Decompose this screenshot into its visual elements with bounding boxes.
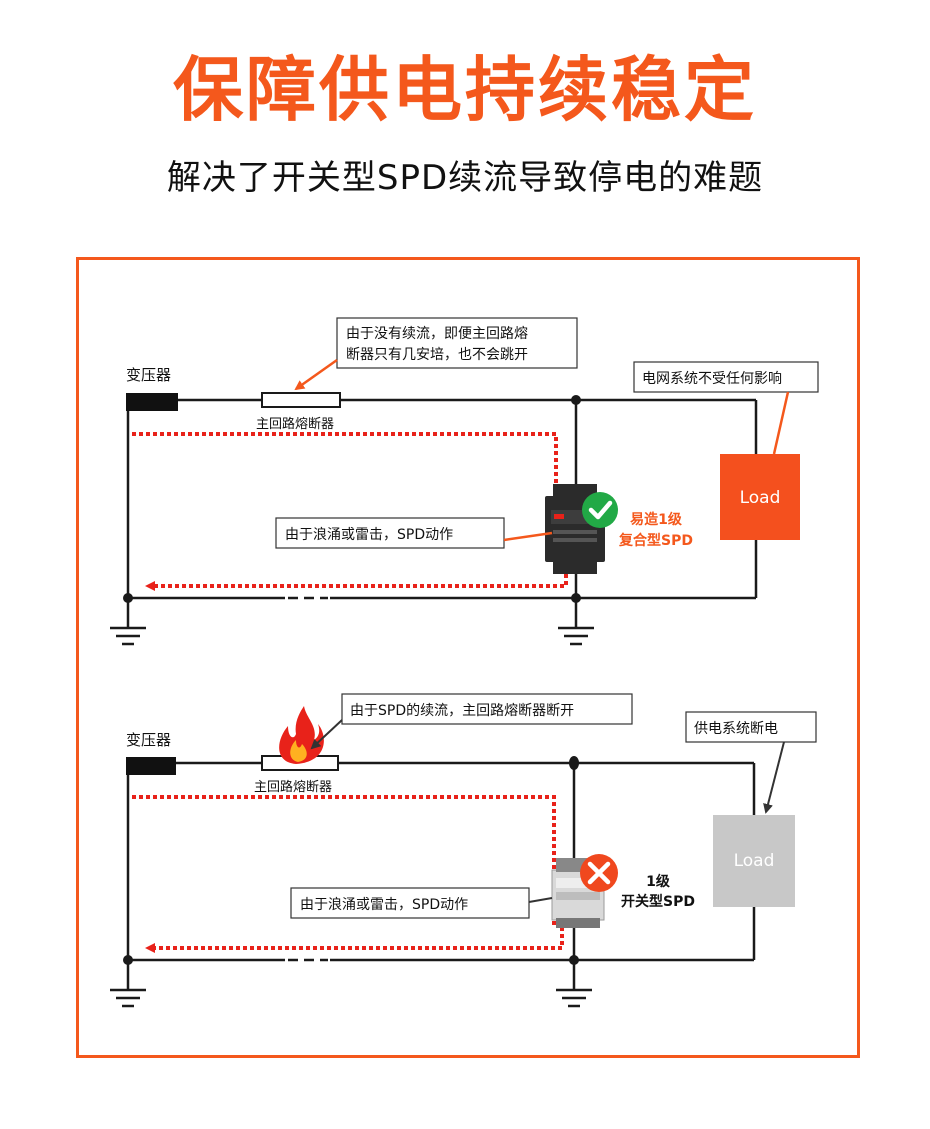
load-box xyxy=(713,815,795,907)
main-fuse xyxy=(261,392,341,408)
flame-icon xyxy=(279,706,324,764)
callout-grid xyxy=(685,711,817,743)
callout-fuse-line-1: 由于没有续流，即便主回路熔 xyxy=(346,325,528,342)
page-subtitle: 解决了开关型SPD续流导致停电的难题 xyxy=(166,158,764,198)
transformer xyxy=(126,393,178,411)
callout-grid-text: 电网系统不受任何影响 xyxy=(642,371,782,387)
cross-icon xyxy=(580,854,618,892)
fuse-label: 主回路熔断器 xyxy=(256,416,334,432)
callout-fuse-pointer xyxy=(294,358,338,391)
callout-surge-pointer xyxy=(528,897,553,903)
junction-dot xyxy=(123,593,133,603)
diagram-frame xyxy=(76,257,860,1058)
ground-symbol xyxy=(110,988,146,1008)
junction-dot xyxy=(569,955,579,965)
callout-fuse xyxy=(336,317,578,369)
spd-label-line-1: 1级 xyxy=(646,873,671,890)
callout-grid xyxy=(633,361,819,393)
callout-grid-pointer xyxy=(772,391,790,455)
junction-dot xyxy=(123,955,133,965)
diagram-bottom: 变压器 主回路熔断器 xyxy=(110,693,817,1008)
transformer xyxy=(126,757,176,775)
transformer-label: 变压器 xyxy=(126,731,171,749)
ground-symbol xyxy=(556,988,592,1008)
load-label: Load xyxy=(734,851,775,871)
fuse-label: 主回路熔断器 xyxy=(254,779,332,795)
diagram-top: 变压器 主回路熔断器 xyxy=(110,317,819,646)
callout-fuse-text: 由于SPD的续流，主回路熔断器断开 xyxy=(350,702,574,719)
ground-symbol xyxy=(558,626,594,646)
callout-fuse xyxy=(341,693,633,725)
surge-path-out xyxy=(145,560,568,591)
callout-fuse-pointer xyxy=(310,719,343,750)
callout-grid-pointer xyxy=(763,741,785,814)
spd-label-line-1: 易造1级 xyxy=(630,511,683,528)
surge-path-out xyxy=(145,920,564,953)
callout-surge xyxy=(290,887,530,919)
junction-dot xyxy=(571,395,581,405)
ground-symbol xyxy=(110,626,146,646)
spd-label-line-2: 复合型SPD xyxy=(618,532,693,549)
callout-fuse-line-2: 断器只有几安培，也不会跳开 xyxy=(346,347,528,363)
spd-label-line-2: 开关型SPD xyxy=(621,893,695,910)
callout-surge-text: 由于浪涌或雷击，SPD动作 xyxy=(300,897,468,913)
junction-dot xyxy=(571,593,581,603)
load-box xyxy=(720,454,800,540)
callout-surge-pointer xyxy=(503,531,553,542)
junction-dot xyxy=(569,756,579,770)
load-label: Load xyxy=(740,488,781,508)
callout-surge-text: 由于浪涌或雷击，SPD动作 xyxy=(285,527,453,543)
check-icon xyxy=(582,492,618,528)
callout-grid-text: 供电系统断电 xyxy=(694,721,778,737)
page-title: 保障供电持续稳定 xyxy=(173,49,757,131)
transformer-label: 变压器 xyxy=(126,366,171,384)
callout-surge xyxy=(275,517,505,549)
